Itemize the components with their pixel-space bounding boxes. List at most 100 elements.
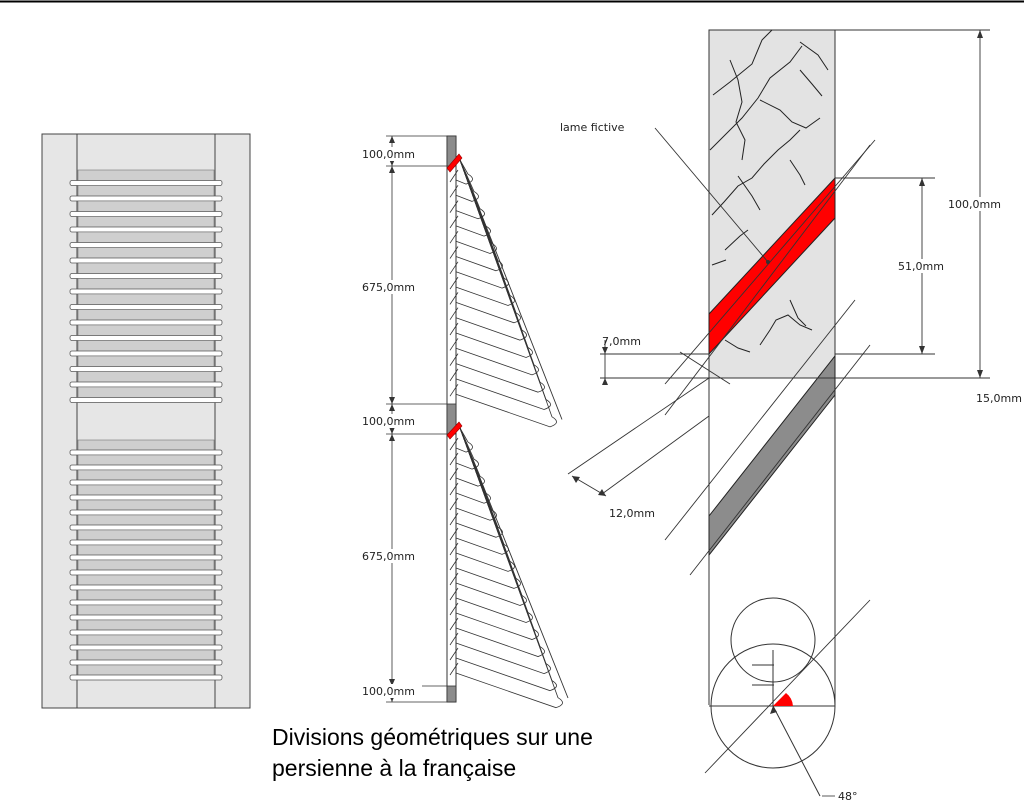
hatch-mark [449,246,459,259]
red-blade-upper [446,153,463,173]
blade-profile [455,159,515,306]
blade-profile [455,427,479,470]
slat-edge [69,226,223,233]
dim-blade-height: 51,0mm [898,260,944,273]
hatch-mark [449,292,459,305]
hatch-mark [449,662,459,676]
slat-edge [69,629,223,636]
detail-dim-arrows [572,30,983,496]
hatch-mark [449,322,459,336]
hatch-mark [449,572,459,586]
hatch-mark [449,557,459,571]
slat-edge [69,319,223,326]
slat-edge [69,494,223,501]
shutter-front-view [41,133,251,709]
blade-profile [455,159,485,220]
slat-edge [69,554,223,561]
blade-profile [455,427,563,709]
dim-middle-rail: 100,0mm [362,415,415,428]
slat-edge [69,449,223,456]
slat-edge [69,659,223,666]
slat-edge [69,180,223,186]
hatch-mark [449,452,459,466]
blade-profile [455,427,473,453]
slat-edge [69,464,223,471]
hatch-mark [449,542,459,556]
hatch-mark [449,276,459,290]
slat-edge [69,644,223,651]
slat-edge [69,614,223,621]
blade-profile [455,159,503,272]
hatch-mark [449,383,459,397]
hatch-mark [449,527,459,541]
hatch-mark [449,368,459,382]
slat-edge [69,304,223,310]
hatch-mark [449,512,459,526]
slat-edge [69,242,223,248]
lame-fictive-label: lame fictive [560,121,625,134]
blade-profile [455,427,485,487]
construction-ray [459,159,563,420]
slat-edge [69,569,223,576]
gray-blade-detail [708,354,836,557]
slat-edge [69,273,223,279]
hatch-mark [449,261,459,275]
blade-profile [455,427,497,521]
slat-edge [69,599,223,606]
construction-circles [709,597,836,797]
slat-edge [69,211,223,217]
caption-line-1: Divisions géométriques sur une [272,724,593,750]
wood-grain [709,29,829,353]
hatch-mark [449,647,459,661]
slat-edge [69,366,223,372]
slat-edge [69,524,223,531]
hatch-mark [449,353,459,366]
slat-edge [69,195,223,202]
red-blade-lower [446,421,463,440]
section-blades-lower [449,427,569,709]
dim-blade-thickness: 12,0mm [609,507,655,520]
slat-edge [69,350,223,357]
slat-edge [69,335,223,341]
blade-profile [455,159,497,254]
dim-edge: 15,0mm [976,392,1022,405]
hatch-mark [449,169,459,183]
hatch-mark [449,200,459,213]
blade-profile [455,159,557,428]
shutter-section-view: 100,0mm 675,0mm 100,0mm 675,0mm 100,0mm [360,135,569,709]
dim-bottom-rail: 100,0mm [362,685,415,698]
bottom-rail-section [446,685,457,703]
hatch-mark [449,587,459,601]
blade-profile [455,159,509,289]
hatch-mark [449,482,459,496]
slat-edge [69,584,223,591]
hatch-mark [449,497,459,511]
slat-edge [69,288,223,295]
blade-profile [455,159,473,185]
section-blades-upper [449,159,563,428]
slat-edge [69,509,223,516]
construction-ray [459,427,569,699]
dim-total-height: 100,0mm [948,198,1001,211]
dim-top-rail: 100,0mm [362,148,415,161]
slat-edge [69,381,223,388]
hatch-mark [449,230,459,244]
hatch-mark [449,215,459,229]
hatch-mark [449,467,459,481]
hatch-mark [449,632,459,646]
blade-profile [455,159,479,202]
slat-edge [69,479,223,486]
dim-lower-panel: 675,0mm [362,550,415,563]
slat-edge [69,257,223,264]
hatch-mark [449,307,459,320]
slat-edge [69,674,223,681]
slat-edge [69,539,223,546]
hatch-mark [449,338,459,351]
caption-line-2: persienne à la française [272,755,517,781]
dim-upper-panel: 675,0mm [362,281,415,294]
slats-lower-panel [69,439,223,681]
blade-profile [455,159,527,341]
hatch-mark [449,617,459,631]
dim-offset: 7,0mm [602,335,641,348]
